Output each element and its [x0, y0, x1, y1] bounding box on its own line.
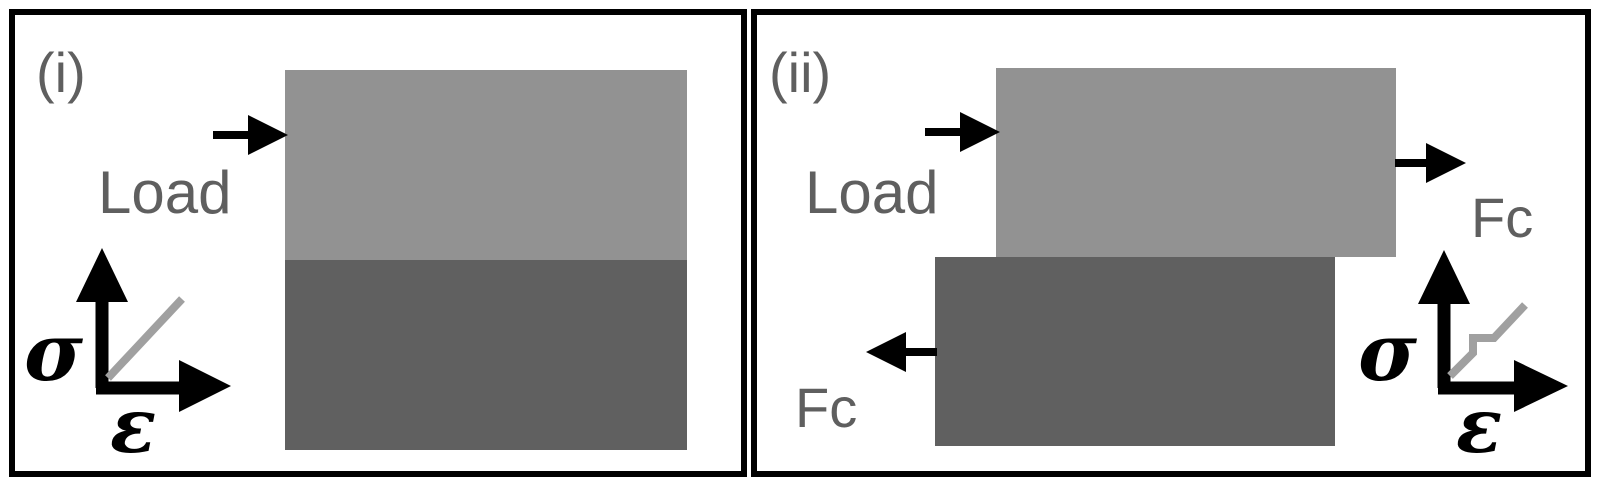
- stress-strain-axes: [1418, 250, 1568, 412]
- bottom-block: [285, 260, 687, 450]
- load-label: Load: [805, 159, 938, 226]
- elastic-response-line: [105, 296, 185, 381]
- stress-strain-axes: [76, 248, 231, 412]
- panel-ii-tag: (ii): [769, 41, 831, 104]
- stress-symbol: σ: [1358, 305, 1417, 399]
- stick-slip-response-line: [1447, 302, 1528, 379]
- strain-symbol: ε: [110, 381, 156, 470]
- force-label-bottom: Fc: [795, 376, 857, 439]
- top-block: [285, 70, 687, 260]
- force-label-top: Fc: [1471, 186, 1533, 249]
- load-arrow: [925, 112, 1000, 152]
- friction-force-arrow-right: [1395, 143, 1466, 183]
- load-arrow: [213, 115, 288, 155]
- strain-symbol: ε: [1456, 381, 1502, 470]
- top-block-shifted: [996, 68, 1396, 257]
- load-label: Load: [98, 159, 231, 226]
- friction-force-arrow-left: [866, 332, 937, 372]
- panel-i-tag: (i): [36, 41, 86, 104]
- stress-symbol: σ: [24, 305, 83, 399]
- panel-i: (i) Load σ ε: [9, 9, 747, 477]
- panel-ii: (ii) Load Fc Fc σ ε: [751, 9, 1591, 477]
- bottom-block-shifted: [935, 257, 1335, 446]
